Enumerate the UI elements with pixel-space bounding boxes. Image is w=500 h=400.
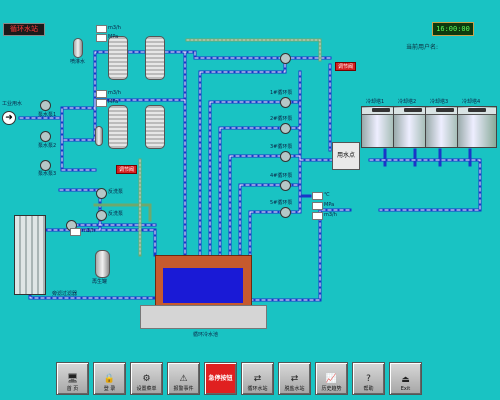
pump-2[interactable] [40,131,51,142]
flow-unit-2: m3/h [108,90,121,96]
backwash-pump-2-label: 反洗泵 [108,211,124,217]
flow-unit-1: m3/h [108,25,121,31]
circ-pump-4-label: 4#循环泵 [270,173,293,179]
circ-pump-4[interactable] [280,180,291,191]
exit-icon: ⏏ [401,375,410,385]
exit-button[interactable]: ⏏Exit [389,362,422,395]
flow-reading-2 [96,90,107,98]
settings-icon: ⚙ [142,374,151,384]
pipe-icon: ⇄ [290,374,299,384]
outlet-pressure-reading [312,202,323,210]
help-button[interactable]: ?帮助 [352,362,385,395]
tower-4-label: 冷却塔4 [462,99,481,105]
pressure-reading-2 [96,99,107,107]
pool-label: 循环冷水池 [193,332,219,338]
pool-water [163,268,243,303]
emergency-stop-button[interactable]: 急停按钮 [204,362,237,395]
login-button[interactable]: 🔒登 录 [93,362,126,395]
outlet-temp-reading [312,192,323,200]
alarm-icon: ⚠ [179,374,188,384]
pump-1[interactable] [40,100,51,111]
side-filter-label: 旁滤过滤器 [52,291,78,297]
pipe-icon: ⇄ [253,374,262,384]
pump-3-label: 泵水泵3 [38,171,57,177]
help-icon: ? [366,374,371,384]
flow-reading-1 [96,25,107,33]
home-button[interactable]: 🖥首 页 [56,362,89,395]
clock-display: 16:00:00 [432,22,474,36]
backwash-pump-2[interactable] [96,210,107,221]
history-trend-button[interactable]: 📈历史趋势 [315,362,348,395]
pressure-reading-1 [96,34,107,42]
pump-3[interactable] [40,160,51,171]
circ-pump-5-label: 5#循环泵 [270,200,293,206]
pump-2-label: 泵水泵2 [38,143,57,149]
filter-tank-4 [145,105,165,149]
outlet-flow-unit: m3/h [324,212,337,218]
circ-pump-1[interactable] [280,97,291,108]
filter-tank-2 [145,36,165,80]
circulating-water-button[interactable]: ⇄循环水站 [241,362,274,395]
circ-pump-5[interactable] [280,207,291,218]
chem-flow-unit: m3/h [82,228,95,234]
filter-tank-1 [108,36,128,80]
tower-3-label: 冷却塔3 [430,99,449,105]
trend-icon: 📈 [325,374,338,384]
regulating-valve-tag-1[interactable]: 调节阀 [335,62,357,71]
pool-foundation [140,305,267,329]
industrial-water-label: 工业用水 [2,101,23,107]
chemical-vessel-1 [73,38,83,58]
monitor-icon: 🖥 [66,374,79,384]
regulating-valve-tag-2[interactable]: 调节阀 [116,165,138,174]
pump-1-label: 泵水泵1 [38,112,57,118]
desalination-button[interactable]: ⇄脱盐水站 [278,362,311,395]
chemical-vessel-2 [95,126,103,146]
current-user-label: 当前用户名: [406,44,439,51]
circ-pump-3-label: 3#循环泵 [270,144,293,150]
circ-pump-3[interactable] [280,151,291,162]
inlet-arrow-icon: ➜ [2,111,16,125]
settings-menu-button[interactable]: ⚙设置菜单 [130,362,163,395]
circ-pump-2-label: 2#循环泵 [270,116,293,122]
backwash-pump-1-label: 反洗泵 [108,189,124,195]
side-filter [14,215,46,295]
regen-tank-label: 再生罐 [92,279,108,285]
cooling-tower-4[interactable] [457,106,497,148]
regeneration-tank [95,250,110,278]
pressure-unit-2: MPa [108,99,119,105]
alarm-events-button[interactable]: ⚠报警事件 [167,362,200,395]
circ-pump-1-label: 1#循环泵 [270,90,293,96]
tower-2-label: 冷却塔2 [398,99,417,105]
outlet-temp-unit: ℃ [324,192,330,198]
flush-water-label: 喷淋水 [70,59,86,65]
tower-1-label: 冷却塔1 [366,99,385,105]
page-title: 循环水站 [3,23,45,36]
circ-pump-top[interactable] [280,53,291,64]
collection-point[interactable]: 用水点 [332,142,360,170]
lock-icon: 🔒 [103,374,116,384]
chem-flow-reading [70,228,81,236]
pressure-unit-1: MPa [108,34,119,40]
circ-pump-2[interactable] [280,123,291,134]
backwash-pump-1[interactable] [96,188,107,199]
outlet-pressure-unit: MPa [324,202,335,208]
filter-tank-3 [108,105,128,149]
outlet-flow-reading [312,212,323,220]
